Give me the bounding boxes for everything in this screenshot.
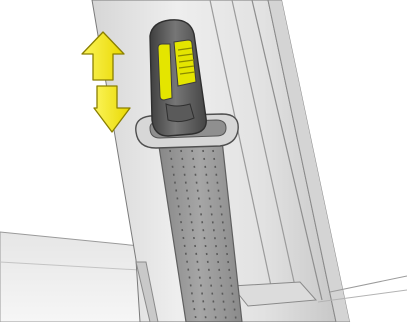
adjuster-button-right[interactable]	[174, 40, 196, 86]
handle-base	[166, 104, 194, 122]
adjuster-button-left[interactable]	[158, 44, 172, 100]
seat-surface	[0, 232, 150, 322]
